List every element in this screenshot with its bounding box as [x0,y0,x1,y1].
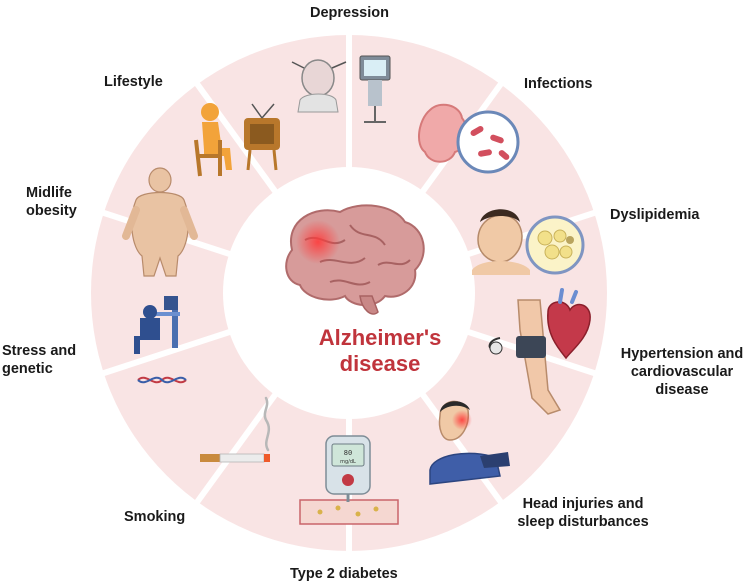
label-type2-diabetes: Type 2 diabetes [290,566,398,582]
label-head-line2: sleep disturbances [517,514,649,530]
label-stress-line1: Stress and [2,343,77,359]
cigarette-icon [200,396,271,463]
label-smoking: Smoking [124,509,186,525]
obese-body-icon [122,167,198,277]
blood-pressure-heart-icon [488,288,591,415]
sedentary-tv-icon [194,103,280,177]
label-hypertension: Hypertension and cardiovascular disease [612,345,752,399]
center-title: Alzheimer's disease [250,325,510,377]
label-midlife-obesity: Midlife obesity [26,184,77,220]
label-head-injuries: Head injuries and sleep disturbances [508,495,658,531]
label-head-line1: Head injuries and [522,496,644,512]
label-hypertension-line2: cardiovascular [630,364,734,380]
label-obesity-line1: Midlife [26,185,72,201]
label-lifestyle: Lifestyle [104,74,163,90]
label-obesity-line2: obesity [26,203,77,219]
center-title-line2: disease [339,351,421,376]
label-depression: Depression [310,5,389,21]
sleeping-head-injury-icon [429,400,510,485]
label-stress-genetic: Stress and genetic [2,342,76,378]
stressed-person-dna-icon [134,296,187,384]
eeg-monitor-icon [291,55,391,123]
center-title-line1: Alzheimer's [318,325,442,350]
label-hypertension-line1: Hypertension and [620,346,744,362]
glucose-meter-icon: 80 mg/dL [299,435,399,525]
glucose-value: 80 [344,449,352,457]
man-fat-cells-icon [472,209,585,275]
label-infections: Infections [524,76,593,92]
label-hypertension-line3: disease [655,382,709,398]
label-stress-line2: genetic [2,361,53,377]
label-dyslipidemia: Dyslipidemia [610,207,700,223]
brain-icon [285,204,425,315]
glucose-unit: mg/dL [340,459,356,465]
intestine-bacteria-icon [418,103,520,174]
